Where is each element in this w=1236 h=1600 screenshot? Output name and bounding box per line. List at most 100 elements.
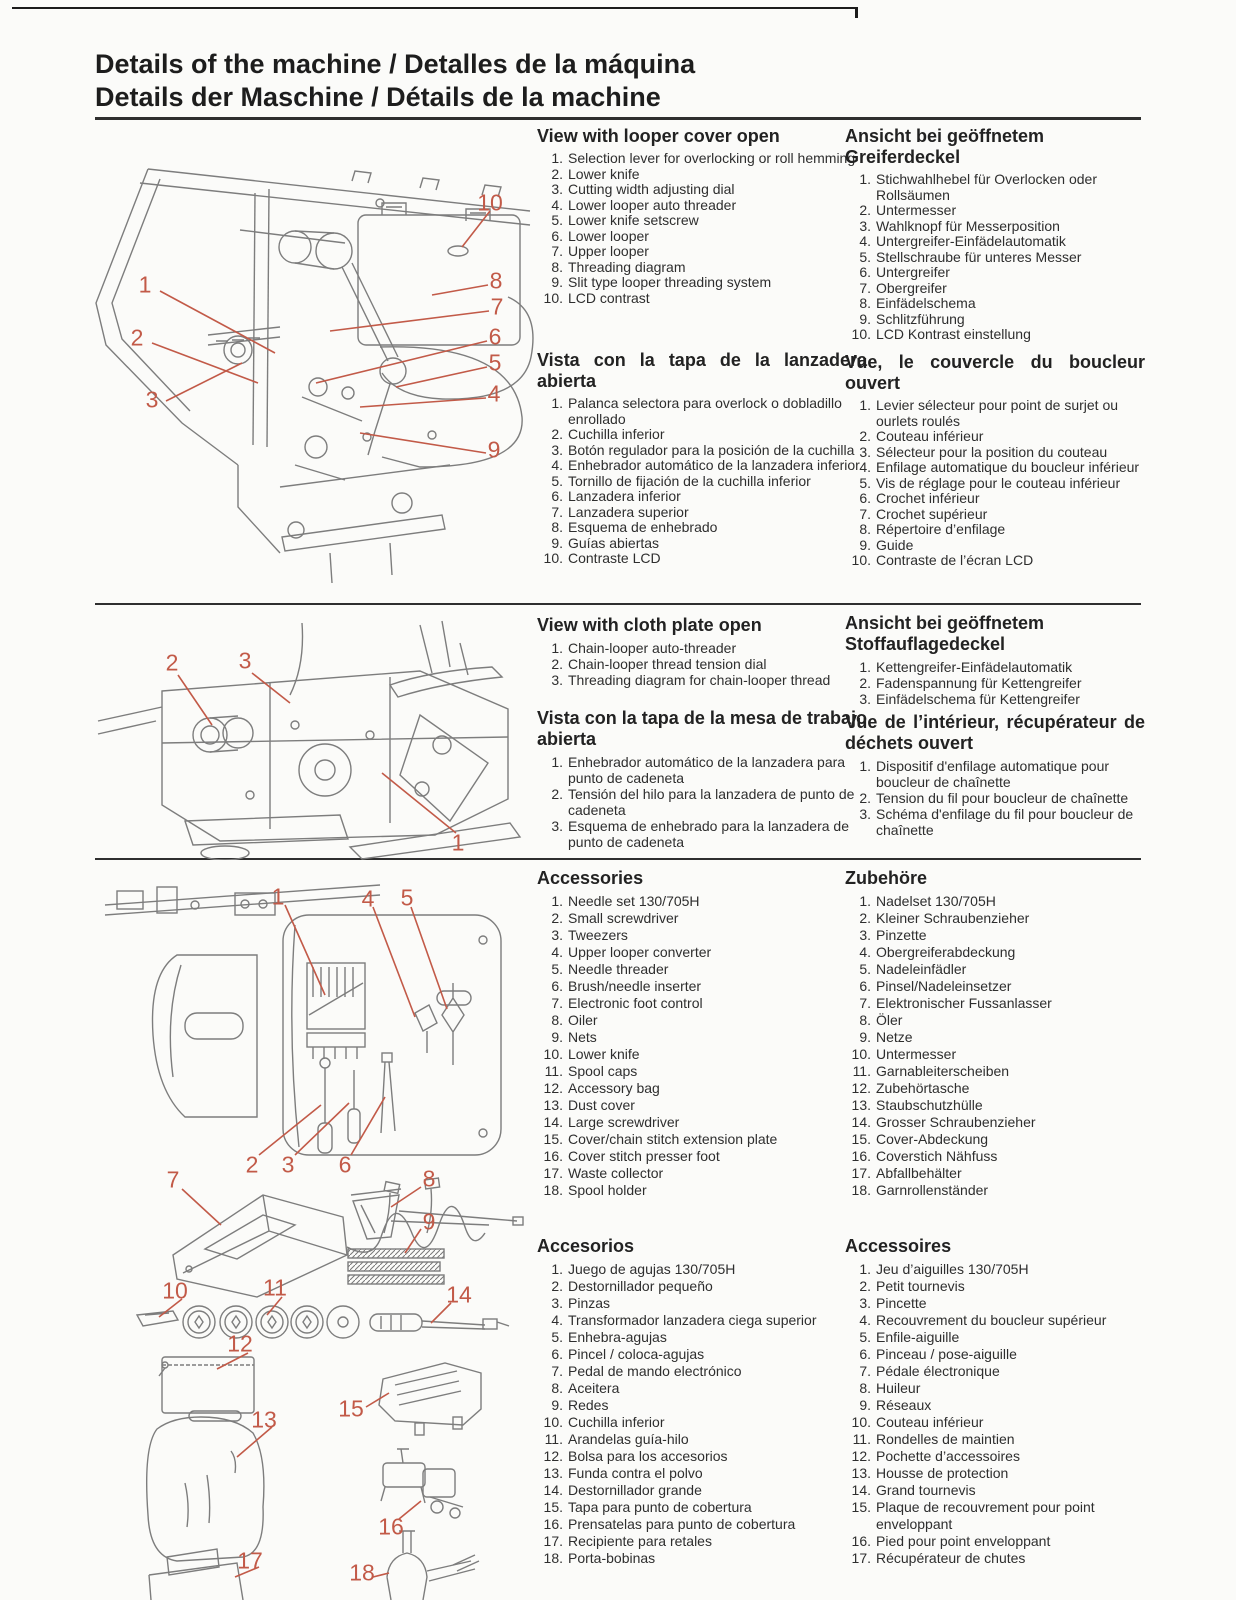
callout-label: 7 [490, 293, 504, 320]
looper-cover-drawing [95, 168, 534, 584]
list-item: 6.Untergreifer [859, 264, 950, 280]
callout-label: 17 [237, 1547, 263, 1574]
list-item: 4.Lower looper auto threader [551, 196, 737, 213]
callout-label: 9 [422, 1208, 436, 1235]
looper-cover-illustration: 1 2 3 10 8 7 6 5 4 9 [90, 135, 535, 603]
callout-label: 6 [338, 1151, 352, 1178]
list-item: 1.Selection lever for overlocking or rol… [551, 150, 856, 166]
list-item: 11.Arandelas guía-hilo [544, 1431, 689, 1447]
callout-label: 2 [165, 649, 179, 676]
callout-label: 8 [489, 267, 503, 294]
list-item: 6.Pinsel/Nadeleinsetzer [859, 978, 1012, 994]
list-item: 5.Tornillo de fijación de la cuchilla in… [551, 472, 811, 489]
callout-label: 1 [138, 271, 152, 298]
section-heading: View with cloth plate open [537, 615, 762, 635]
accessories-illustration: 1 4 5 2 3 6 7 8 9 10 11 14 12 15 13 16 1… [85, 865, 535, 1600]
list-item: 5.Enfile-aiguille [859, 1329, 960, 1345]
list-item: 10.LCD contrast [543, 289, 650, 306]
cloth-plate-drawing [97, 620, 522, 860]
list-item: 3.Botón regulador para la posición de la… [551, 441, 855, 458]
looper-list-es: 1.Palanca selectora para overlock o dobl… [537, 395, 867, 567]
section-looper-en: View with looper cover open 1.Selection … [537, 126, 867, 306]
cloth-plate-illustration: 2 3 1 [90, 615, 535, 860]
list-item: 6.Lanzadera inferior [551, 488, 681, 504]
section-cloth-es: Vista con la tapa de la mesa de trabajo … [537, 708, 867, 850]
list-item: 10.Untermesser [851, 1046, 957, 1062]
cloth-list-fr: 1.Dispositif d'enfilage automatique pour… [845, 758, 1145, 838]
list-item: 7.Lanzadera superior [551, 503, 689, 520]
list-item: 8.Esquema de enhebrado [551, 519, 718, 535]
list-item: 18.Spool holder [543, 1182, 647, 1198]
list-item: 5.Lower knife setscrew [551, 212, 699, 228]
list-item: 10.Contraste de l’écran LCD [851, 552, 1034, 568]
list-item: 2.Tensión del hilo para la lanzadera de … [551, 786, 855, 818]
section-heading: Accesorios [537, 1236, 635, 1256]
list-item: 10.Couteau inférieur [851, 1414, 984, 1430]
list-item: 3.Pinzas [551, 1295, 611, 1311]
callout-leader-lines [151, 210, 491, 454]
list-item: 12.Bolsa para los accesorios [543, 1448, 728, 1464]
list-item: 9.Guide [859, 536, 914, 553]
list-item: 5.Nadeleinfädler [859, 961, 967, 977]
list-item: 2.Small screwdriver [551, 910, 679, 926]
list-item: 10.LCD Kontrast einstellung [851, 326, 1031, 342]
list-item: 7.Pédale électronique [859, 1363, 1000, 1379]
list-item: 3.Pinzette [859, 927, 927, 943]
list-item: 3.Sélecteur pour la position du couteau [859, 443, 1108, 460]
list-item: 3.Pincette [859, 1295, 927, 1311]
list-item: 1.Juego de agujas 130/705H [551, 1261, 736, 1277]
list-item: 13.Staubschutzhülle [851, 1097, 983, 1113]
list-item: 3.Threading diagram for chain-looper thr… [551, 672, 831, 688]
list-item: 1.Levier sélecteur pour point de surjet … [859, 397, 1119, 429]
list-item: 16.Prensatelas para punto de cobertura [543, 1516, 796, 1532]
list-item: 3.Tweezers [551, 927, 628, 943]
callout-label: 14 [446, 1281, 472, 1308]
callout-label: 13 [251, 1406, 277, 1433]
list-item: 13.Housse de protection [851, 1465, 1009, 1481]
list-item: 3.Schéma d'enfilage du fil pour boucleur… [859, 806, 1134, 838]
list-item: 1.Chain-looper auto-threader [551, 640, 737, 656]
list-item: 7.Electronic foot control [551, 995, 703, 1011]
list-item: 11.Garnableiterscheiben [852, 1063, 1010, 1079]
callout-label: 5 [400, 884, 414, 911]
callout-leader-lines [158, 904, 452, 1578]
section-heading: Accessoires [845, 1236, 952, 1256]
list-item: 2.Untermesser [859, 202, 957, 218]
list-item: 1.Palanca selectora para overlock o dobl… [551, 395, 842, 427]
section-heading: Vista con la tapa de la mesa de trabajo … [537, 708, 867, 749]
title-rule [95, 117, 1141, 120]
list-item: 2.Couteau inférieur [859, 428, 984, 444]
list-item: 3.Einfädelschema für Kettengreifer [859, 691, 1080, 707]
list-item: 3.Wahlknopf für Messerposition [859, 217, 1060, 234]
list-item: 7.Pedal de mando electrónico [551, 1363, 742, 1379]
list-item: 10.Cuchilla inferior [543, 1414, 665, 1430]
callout-label: 15 [338, 1395, 364, 1422]
list-item: 14.Large screwdriver [543, 1114, 680, 1130]
list-item: 3.Esquema de enhebrado para la lanzadera… [551, 818, 849, 850]
list-item: 7.Upper looper [551, 243, 649, 259]
list-item: 16.Pied pour point enveloppant [851, 1533, 1051, 1549]
list-item: 3.Cutting width adjusting dial [551, 181, 735, 197]
section-heading: Ansicht bei geöffnetem Greiferdeckel [845, 126, 1045, 167]
section-divider-2 [95, 858, 1141, 860]
list-item: 4.Obergreiferabdeckung [859, 944, 1016, 960]
callout-label: 4 [361, 885, 375, 912]
list-item: 9.Nets [551, 1029, 597, 1045]
list-item: 8.Oiler [551, 1012, 598, 1028]
list-item: 13.Dust cover [543, 1097, 635, 1113]
section-heading: Zubehöre [845, 868, 928, 888]
list-item: 8.Répertoire d’enfilage [859, 521, 1006, 537]
list-item: 1.Enhebrador automático de la lanzadera … [551, 754, 846, 786]
list-item: 14.Grosser Schraubenzieher [851, 1114, 1036, 1130]
list-item: 1.Needle set 130/705H [551, 893, 700, 909]
callout-label: 3 [238, 647, 252, 674]
callout-label: 12 [227, 1330, 253, 1357]
section-divider-1 [95, 603, 1141, 605]
list-item: 17.Recipiente para retales [543, 1533, 712, 1549]
list-item: 5.Stellschraube für unteres Messer [859, 248, 1082, 265]
looper-list-en: 1.Selection lever for overlocking or rol… [537, 150, 867, 306]
